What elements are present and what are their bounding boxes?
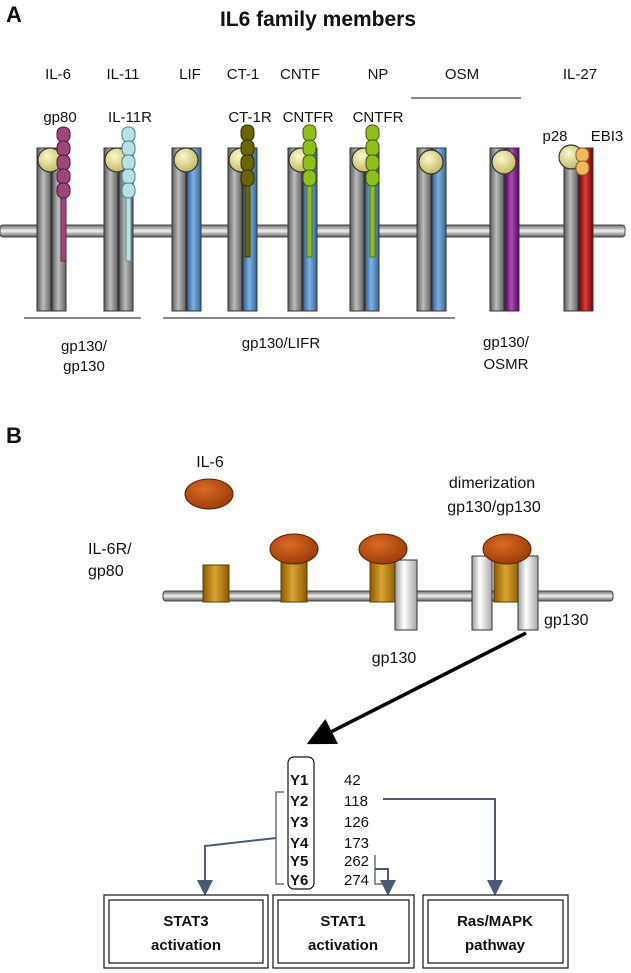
group-label-gp130-gp130-line2: gp130 xyxy=(63,358,105,375)
gp130-chain xyxy=(563,147,579,312)
cntfr-domains xyxy=(365,124,380,187)
receptor-ct1r-label: CT-1R xyxy=(228,109,272,126)
tyrosine-y2-label: Y2 xyxy=(290,793,308,810)
outcome-stat3: STAT3 activation xyxy=(103,894,269,969)
ct1r-domains xyxy=(240,124,255,187)
tyrosine-y4-position: 173 xyxy=(344,835,369,852)
outcome-stat1-line1: STAT1 xyxy=(320,913,365,930)
tyrosine-y3-label: Y3 xyxy=(290,814,308,831)
gp130-white-chain xyxy=(394,559,418,631)
outcome-stat1-line2: activation xyxy=(308,937,378,954)
cntfr-stem xyxy=(369,184,376,258)
group-label-gp130-osmr-line1: gp130/ xyxy=(483,334,530,351)
il6r-block xyxy=(369,561,397,603)
outcome-stat1: STAT1 activation xyxy=(272,894,415,969)
gp130-chain xyxy=(489,147,505,312)
outcome-ras-mapk: Ras/MAPK pathway xyxy=(422,894,569,969)
ligand-osm-label: OSM xyxy=(445,66,479,83)
stat1-connector xyxy=(375,868,396,896)
gp130-chain xyxy=(36,147,52,312)
lifr-chain xyxy=(186,147,202,312)
ligand-il11-label: IL-11 xyxy=(106,66,139,83)
il6r-block xyxy=(202,564,230,603)
tyrosine-y3-position: 126 xyxy=(344,814,369,831)
outcome-ras-mapk-line1: Ras/MAPK xyxy=(457,913,533,930)
gp130-chain xyxy=(103,147,119,312)
il6-bound-ligand xyxy=(269,533,319,565)
ligand-il27-label: IL-27 xyxy=(563,66,597,83)
ct1r-stem xyxy=(244,184,251,258)
gp130-white-chain xyxy=(471,555,493,631)
dimerization-label-line1: dimerization xyxy=(449,475,535,492)
gp80-domains xyxy=(56,126,71,199)
ligand-ball-lif xyxy=(173,147,199,173)
tyrosine-y6-label: Y6 xyxy=(290,872,308,889)
panel-a-title: IL6 family members xyxy=(220,8,416,31)
wsx1-chain xyxy=(578,147,594,312)
il6-free-label: IL-6 xyxy=(196,454,224,471)
ras-mapk-connector xyxy=(383,798,503,896)
stat3-bracket xyxy=(275,791,284,885)
group-label-gp130-osmr-line2: OSMR xyxy=(484,356,529,373)
tyrosine-y5-position: 262 xyxy=(344,853,369,870)
il11r-domains xyxy=(121,126,136,199)
tyrosine-y4-label: Y4 xyxy=(290,835,309,852)
dimerization-label-line2: gp130/gp130 xyxy=(447,499,541,516)
ligand-il6-label: IL-6 xyxy=(45,66,71,83)
tyrosine-y1-label: Y1 xyxy=(290,772,308,789)
cntfr-stem xyxy=(306,184,313,258)
il6r-label-line1: IL-6R/ xyxy=(88,541,132,558)
ligand-ball-osm-2 xyxy=(491,149,517,175)
gp130-chain xyxy=(287,147,303,312)
receptor-cntfr-label-2: CNTFR xyxy=(353,109,404,126)
lifr-chain xyxy=(431,147,447,312)
ligand-ball-osm-1 xyxy=(418,149,444,175)
pathway-connectors xyxy=(197,791,503,896)
gp130-chain xyxy=(227,147,243,312)
gp130-chain xyxy=(171,147,187,312)
gp130-chain xyxy=(416,147,432,312)
receptor-il11r-label: IL-11R xyxy=(108,109,152,126)
gp130-label-right: gp130 xyxy=(544,612,589,629)
receptor-cntfr-label-1: CNTFR xyxy=(283,109,334,126)
stat3-connector xyxy=(197,837,277,896)
gp130-chain xyxy=(349,147,365,312)
receptor-ebi3-label: EBI3 xyxy=(591,128,624,145)
ligand-np-label: NP xyxy=(368,66,389,83)
outcome-stat3-line2: activation xyxy=(151,937,221,954)
outcome-stat3-line1: STAT3 xyxy=(163,913,208,930)
tyrosine-y1-position: 42 xyxy=(344,772,361,789)
tyrosine-labels: Y1 Y2 Y3 Y4 Y5 Y6 xyxy=(290,772,309,889)
il6r-block xyxy=(493,561,521,603)
ebi3-domains xyxy=(575,147,590,176)
tyrosine-box xyxy=(287,756,315,890)
tyrosine-positions: 42 118 126 173 262 274 xyxy=(344,772,369,889)
receptor-gp80-label: gp80 xyxy=(43,109,76,126)
receptor-p28-label: p28 xyxy=(542,128,567,145)
osmr-chain xyxy=(504,147,520,312)
cntfr-domains xyxy=(302,124,317,187)
ligand-cntf-label: CNTF xyxy=(280,66,320,83)
tyrosine-y2-position: 118 xyxy=(344,793,368,810)
panel-a-letter: A xyxy=(6,2,22,27)
group-label-gp130-gp130-line1: gp130/ xyxy=(61,338,108,355)
group-label-gp130-lifr: gp130/LIFR xyxy=(242,335,321,352)
ligand-lif-label: LIF xyxy=(179,66,201,83)
outcome-ras-mapk-line2: pathway xyxy=(465,937,526,954)
il6-bound-ligand xyxy=(482,533,532,565)
ligand-ct1-label: CT-1 xyxy=(227,66,260,83)
signal-arrow xyxy=(306,631,527,745)
tyrosine-y6-position: 274 xyxy=(344,872,369,889)
gp130-label-left: gp130 xyxy=(372,650,417,667)
il6r-label-line2: gp80 xyxy=(88,563,124,580)
il6r-block xyxy=(280,561,308,603)
tyrosine-y5-label: Y5 xyxy=(290,853,308,870)
gp130-white-chain xyxy=(517,555,539,631)
il6-free-ligand xyxy=(184,478,234,510)
panel-b-letter: B xyxy=(6,423,22,448)
il6-bound-ligand xyxy=(358,533,408,565)
